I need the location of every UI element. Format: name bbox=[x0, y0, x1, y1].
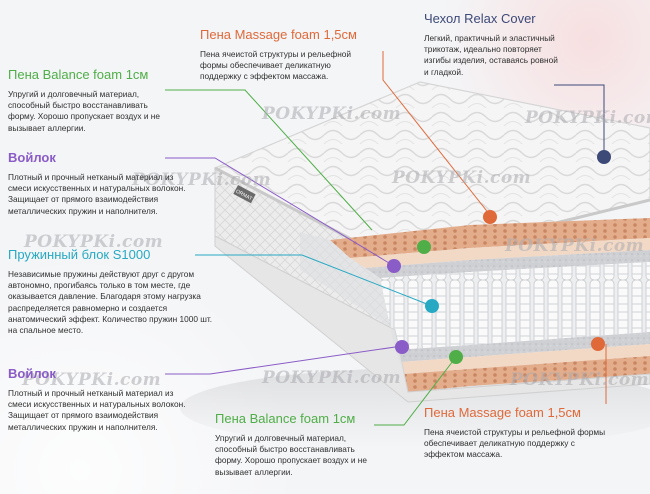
watermark: POKYPKi.com bbox=[505, 236, 645, 256]
layer-title: Чехол Relax Cover bbox=[424, 11, 536, 26]
layer-title: Пена Massage foam 1,5см bbox=[424, 405, 581, 420]
layer-title: Войлок bbox=[8, 150, 56, 165]
layer-title: Пена Balance foam 1см bbox=[8, 67, 149, 82]
layer-title: Пена Balance foam 1см bbox=[215, 411, 356, 426]
marker-springs bbox=[425, 299, 439, 313]
layer-balance-top bbox=[350, 238, 650, 268]
layer-massage-bottom bbox=[404, 356, 650, 392]
watermark: POKYPKi.com bbox=[24, 232, 164, 252]
marker-felt-bottom bbox=[395, 340, 409, 354]
layer-description: Пена ячеистой структуры и рельефной форм… bbox=[200, 49, 352, 82]
watermark: POKYPKi.com bbox=[392, 168, 532, 188]
layer-massage-top bbox=[330, 218, 650, 258]
watermark: POKYPKi.com bbox=[510, 370, 650, 390]
layer-felt-top bbox=[365, 250, 650, 278]
marker-massage-bottom bbox=[591, 337, 605, 351]
connector-lines bbox=[165, 51, 607, 426]
layer-description: Пена ячеистой структуры и рельефной форм… bbox=[424, 427, 606, 460]
layer-info-massage-top: Пена Massage foam 1,5см Пена ячеистой ст… bbox=[200, 27, 400, 83]
layer-info-balance-top: Пена Balance foam 1см Упругий и долговеч… bbox=[8, 67, 188, 134]
marker-cover bbox=[597, 150, 611, 164]
layer-description: Упругий и долговечный материал, способны… bbox=[215, 433, 367, 477]
layer-balance-bottom bbox=[400, 344, 650, 374]
layer-info-cover: Чехол Relax Cover Легкий, практичный и э… bbox=[424, 11, 594, 78]
watermark: POKYPKi.com bbox=[262, 104, 402, 124]
layer-info-felt-bottom: Войлок Плотный и прочный нетканый матери… bbox=[8, 366, 223, 433]
layer-description: Плотный и прочный нетканый материал из с… bbox=[8, 388, 186, 432]
watermark: POKYPKi.com bbox=[525, 108, 650, 128]
marker-balance-top bbox=[417, 240, 431, 254]
watermark: POKYPKi.com bbox=[132, 170, 272, 190]
layer-springs bbox=[380, 262, 650, 350]
layer-title: Пружинный блок S1000 bbox=[8, 247, 151, 262]
layer-description: Независимые пружины действуют друг с дру… bbox=[8, 269, 213, 336]
marker-balance-bottom bbox=[449, 350, 463, 364]
layer-info-massage-bottom: Пена Massage foam 1,5см Пена ячеистой ст… bbox=[424, 405, 624, 461]
marker-felt-top bbox=[387, 259, 401, 273]
layer-description: Упругий и долговечный материал, способны… bbox=[8, 89, 160, 133]
layer-description: Плотный и прочный нетканый материал из с… bbox=[8, 172, 186, 216]
layer-info-felt-top: Войлок Плотный и прочный нетканый матери… bbox=[8, 150, 223, 217]
watermark: POKYPKi.com bbox=[22, 370, 162, 390]
watermark: POKYPKi.com bbox=[262, 368, 402, 388]
layer-info-springs: Пружинный блок S1000 Независимые пружины… bbox=[8, 247, 223, 336]
layer-title: Пена Massage foam 1,5см bbox=[200, 27, 357, 42]
marker-massage-top bbox=[483, 210, 497, 224]
layer-description: Легкий, практичный и эластичный трикотаж… bbox=[424, 33, 558, 77]
layer-info-balance-bottom: Пена Balance foam 1см Упругий и долговеч… bbox=[215, 411, 390, 478]
layer-title: Войлок bbox=[8, 366, 56, 381]
